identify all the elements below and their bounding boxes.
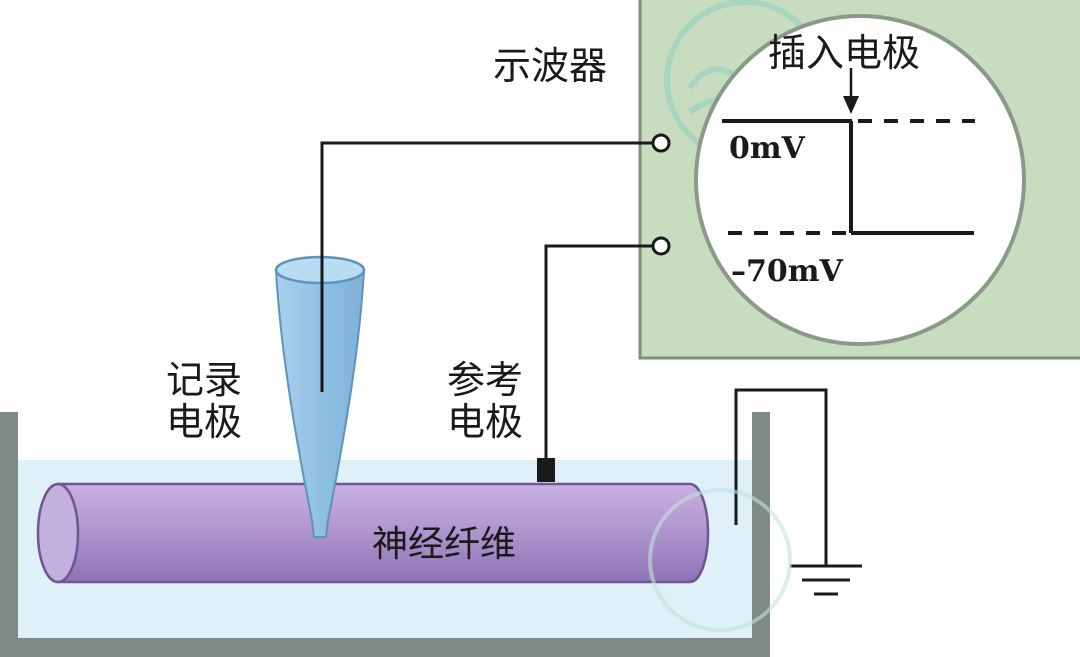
label-reference-line1: 参考	[447, 358, 523, 402]
label-recording-line2: 电极	[166, 400, 242, 444]
label-neg70mv: –70mV	[731, 254, 843, 289]
ground-wire	[734, 388, 828, 566]
nerve-fiber	[36, 482, 710, 584]
watermark-circle-icon	[648, 488, 792, 632]
terminal-top	[651, 133, 671, 153]
terminal-bottom	[651, 236, 671, 256]
label-nerve-fiber: 神经纤维	[372, 524, 516, 565]
oscilloscope-screen	[694, 14, 1026, 346]
reference-electrode-tip	[537, 458, 555, 482]
label-recording-line1: 记录	[166, 358, 242, 402]
recording-electrode-rim	[274, 255, 366, 285]
reference-wire	[544, 244, 653, 460]
label-0mv: 0mV	[729, 131, 806, 166]
insert-arrow-head-icon	[843, 96, 859, 114]
label-reference-line2: 电极	[447, 400, 523, 444]
label-insert-electrode: 插入电极	[768, 31, 920, 75]
recording-wire	[320, 141, 653, 392]
recording-electrode	[274, 269, 366, 538]
label-oscilloscope: 示波器	[493, 44, 607, 88]
